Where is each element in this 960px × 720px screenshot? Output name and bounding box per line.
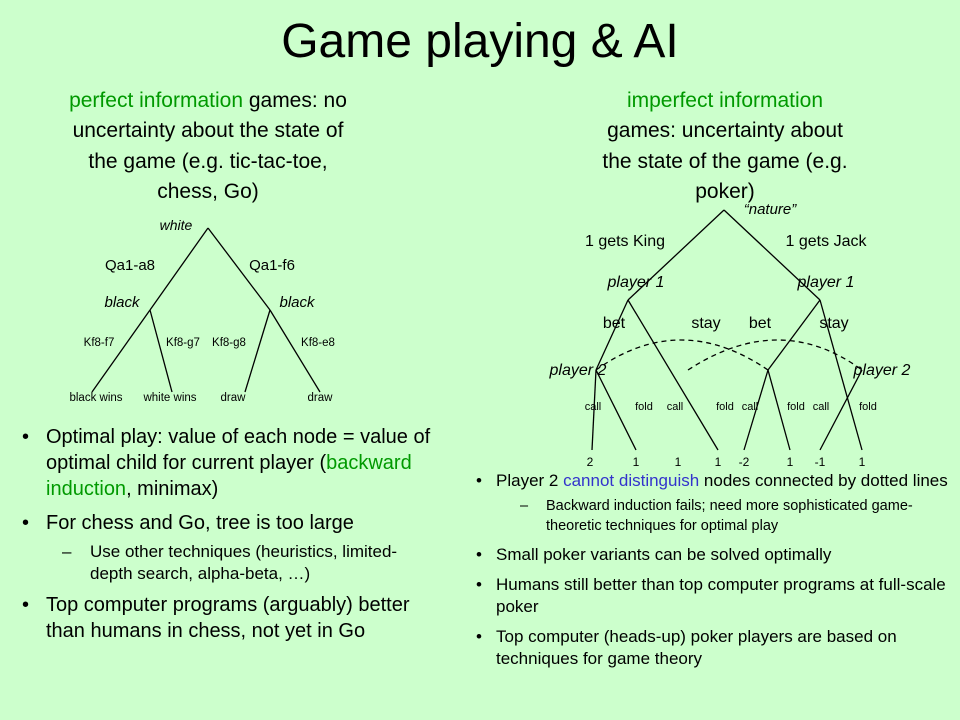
chess-outcome-label: draw <box>221 392 247 404</box>
bullet-item: Optimal play: value of each node = value… <box>18 424 438 502</box>
bullet-item: Top computer programs (arguably) better … <box>18 592 438 644</box>
bullet-text: , minimax) <box>126 478 219 500</box>
poker-action-label: bet <box>749 315 772 332</box>
right-bullet-list: Player 2 cannot distinguish nodes connec… <box>470 470 960 678</box>
poker-player2-label: player 2 <box>853 362 911 379</box>
tree-edge <box>91 309 151 393</box>
poker-payoff-label: 1 <box>633 455 640 469</box>
poker-response-label: fold <box>716 401 734 413</box>
chess-reply-label: Kf8-f7 <box>84 337 115 349</box>
poker-response-label: call <box>742 401 759 413</box>
tree-edge <box>244 309 271 393</box>
tree-edge <box>591 369 597 451</box>
chess-player-label: black <box>104 294 141 311</box>
poker-response-label: call <box>813 401 830 413</box>
bullet-item: For chess and Go, tree is too large <box>18 510 438 536</box>
chess-move-label: Qa1-a8 <box>105 257 155 274</box>
tree-edge <box>595 369 637 451</box>
slide-title: Game playing & AI <box>281 15 679 68</box>
bullet-text: nodes connected by dotted lines <box>699 471 948 490</box>
poker-action-label: stay <box>819 315 848 332</box>
poker-response-label: fold <box>787 401 805 413</box>
poker-response-label: call <box>667 401 684 413</box>
right-header-highlight: imperfect information <box>626 89 824 112</box>
poker-payoff-label: 1 <box>675 455 682 469</box>
tree-edge <box>767 369 791 451</box>
tree-edge <box>269 309 321 393</box>
bullet-item: Top computer (heads-up) poker players ar… <box>470 626 960 670</box>
tree-edge <box>149 227 209 311</box>
left-bullet-list: Optimal play: value of each node = value… <box>18 424 438 652</box>
left-header-highlight: perfect information <box>69 89 243 112</box>
tree-edge <box>595 299 629 371</box>
tree-edge <box>819 369 863 451</box>
poker-root-label: “nature” <box>744 201 798 218</box>
tree-edge <box>627 209 725 301</box>
left-header-text: games: no uncertainty about the state of… <box>72 89 347 204</box>
poker-action-label: bet <box>603 315 626 332</box>
right-header: imperfect information games: uncertainty… <box>593 86 857 208</box>
chess-reply-label: Kf8-g7 <box>166 337 200 349</box>
tree-edge <box>207 227 271 311</box>
poker-response-label: call <box>585 401 602 413</box>
bullet-text: Player 2 <box>496 471 564 490</box>
information-set-dotted-line <box>595 339 769 371</box>
poker-response-label: fold <box>635 401 653 413</box>
tree-edge <box>743 369 769 451</box>
poker-player1-label: player 1 <box>797 274 855 291</box>
tree-edge <box>723 209 821 301</box>
poker-payoff-label: 1 <box>715 455 722 469</box>
poker-player2-label: player 2 <box>549 362 607 379</box>
chess-outcome-label: black wins <box>69 392 122 404</box>
bullet-item: Humans still better than top computer pr… <box>470 574 960 618</box>
poker-payoff-label: 1 <box>787 455 794 469</box>
tree-edge <box>767 299 821 371</box>
poker-action-label: stay <box>691 315 720 332</box>
chess-outcome-label: draw <box>308 392 334 404</box>
left-header: perfect information games: no uncertaint… <box>58 86 358 208</box>
poker-payoff-label: -2 <box>739 455 750 469</box>
backward-induction-highlight: backward induction <box>46 452 412 500</box>
sub-bullet-item: Use other techniques (heuristics, limite… <box>18 541 438 585</box>
chess-outcome-label: white wins <box>142 392 196 404</box>
poker-deal-label: 1 gets Jack <box>786 233 868 250</box>
poker-deal-label: 1 gets King <box>585 233 665 250</box>
bullet-text: Optimal play: value of each node = value… <box>46 426 431 474</box>
information-set-dotted-line <box>687 339 863 371</box>
chess-move-label: Qa1-f6 <box>249 257 295 274</box>
poker-payoff-label: 1 <box>859 455 866 469</box>
cannot-distinguish-highlight: cannot distinguish <box>563 471 700 490</box>
tree-edge <box>819 299 863 451</box>
right-header-text: games: uncertainty about the state of th… <box>602 119 848 204</box>
poker-player1-label: player 1 <box>607 274 665 291</box>
poker-payoff-label: 2 <box>587 455 594 469</box>
poker-payoff-label: -1 <box>815 455 826 469</box>
poker-response-label: fold <box>859 401 877 413</box>
chess-reply-label: Kf8-e8 <box>301 337 335 349</box>
tree-edge <box>627 299 719 451</box>
bullet-item: Small poker variants can be solved optim… <box>470 544 960 566</box>
chess-reply-label: Kf8-g8 <box>212 337 246 349</box>
bullet-item: Player 2 cannot distinguish nodes connec… <box>470 470 960 492</box>
chess-player-label: black <box>279 294 316 311</box>
tree-edge <box>149 309 173 393</box>
chess-root-label: white <box>160 217 193 233</box>
sub-bullet-item: Backward induction fails; need more soph… <box>470 496 960 536</box>
